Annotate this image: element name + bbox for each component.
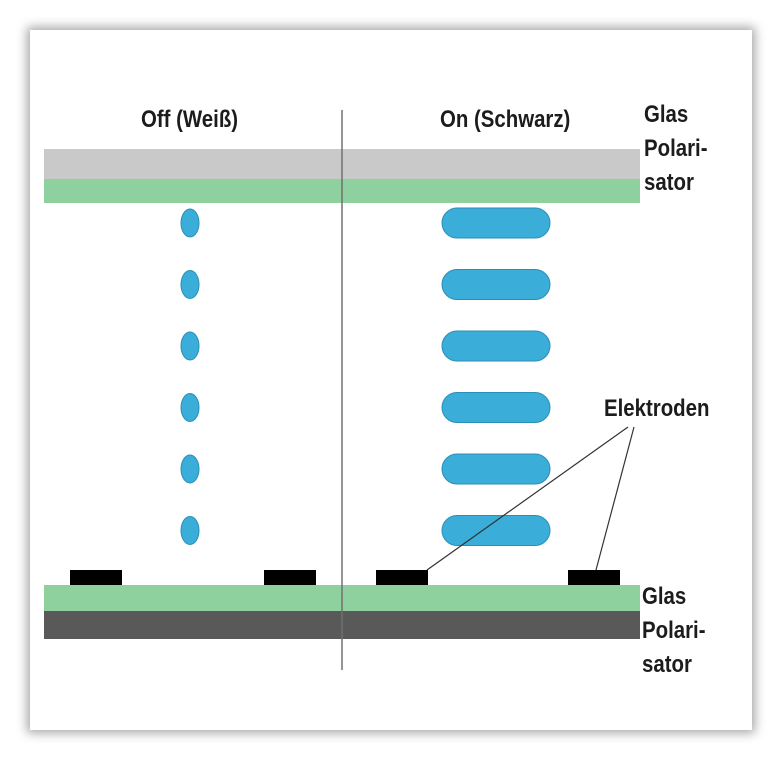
- lcd-cross-section: [44, 110, 640, 670]
- top-glass-label: Glas: [644, 101, 689, 128]
- on-state-molecule: [441, 515, 551, 546]
- electrodes-label: Elektroden: [604, 395, 710, 422]
- off-state-molecule: [180, 270, 200, 299]
- bottom-glass-label: Glas: [642, 583, 687, 610]
- on-state-molecule: [441, 453, 551, 485]
- electrode-leader-line: [595, 426, 635, 571]
- off-state-molecule: [180, 516, 200, 545]
- electrode: [70, 570, 122, 585]
- on-state-molecule: [441, 269, 551, 300]
- bottom-polarizer-label-1: Polari-: [642, 617, 706, 644]
- off-state-molecule: [180, 393, 200, 422]
- diagram-frame: Off (Weiß) On (Schwarz) Glas Polari- sat…: [30, 30, 752, 730]
- top-polarizer-label-1: Polari-: [644, 135, 708, 162]
- bottom-polarizer-label-2: sator: [642, 651, 692, 678]
- on-state-molecules: [441, 207, 551, 546]
- bottom-layer-labels: Glas Polari- sator: [642, 580, 705, 682]
- electrodes-group: [70, 570, 620, 585]
- electrode: [568, 570, 620, 585]
- off-state-molecule: [180, 208, 200, 238]
- on-state-molecule: [441, 330, 551, 362]
- off-state-molecule: [180, 331, 200, 361]
- off-state-heading: Off (Weiß): [141, 106, 239, 133]
- off-state-molecules: [180, 208, 200, 545]
- on-state-heading: On (Schwarz): [440, 106, 571, 133]
- on-state-molecule: [441, 207, 551, 239]
- electrode: [376, 570, 428, 585]
- top-layer-labels: Glas Polari- sator: [644, 98, 707, 200]
- electrode: [264, 570, 316, 585]
- top-polarizer-label-2: sator: [644, 169, 694, 196]
- on-state-molecule: [441, 392, 551, 423]
- off-state-molecule: [180, 454, 200, 484]
- electrode-leader-line: [426, 426, 629, 571]
